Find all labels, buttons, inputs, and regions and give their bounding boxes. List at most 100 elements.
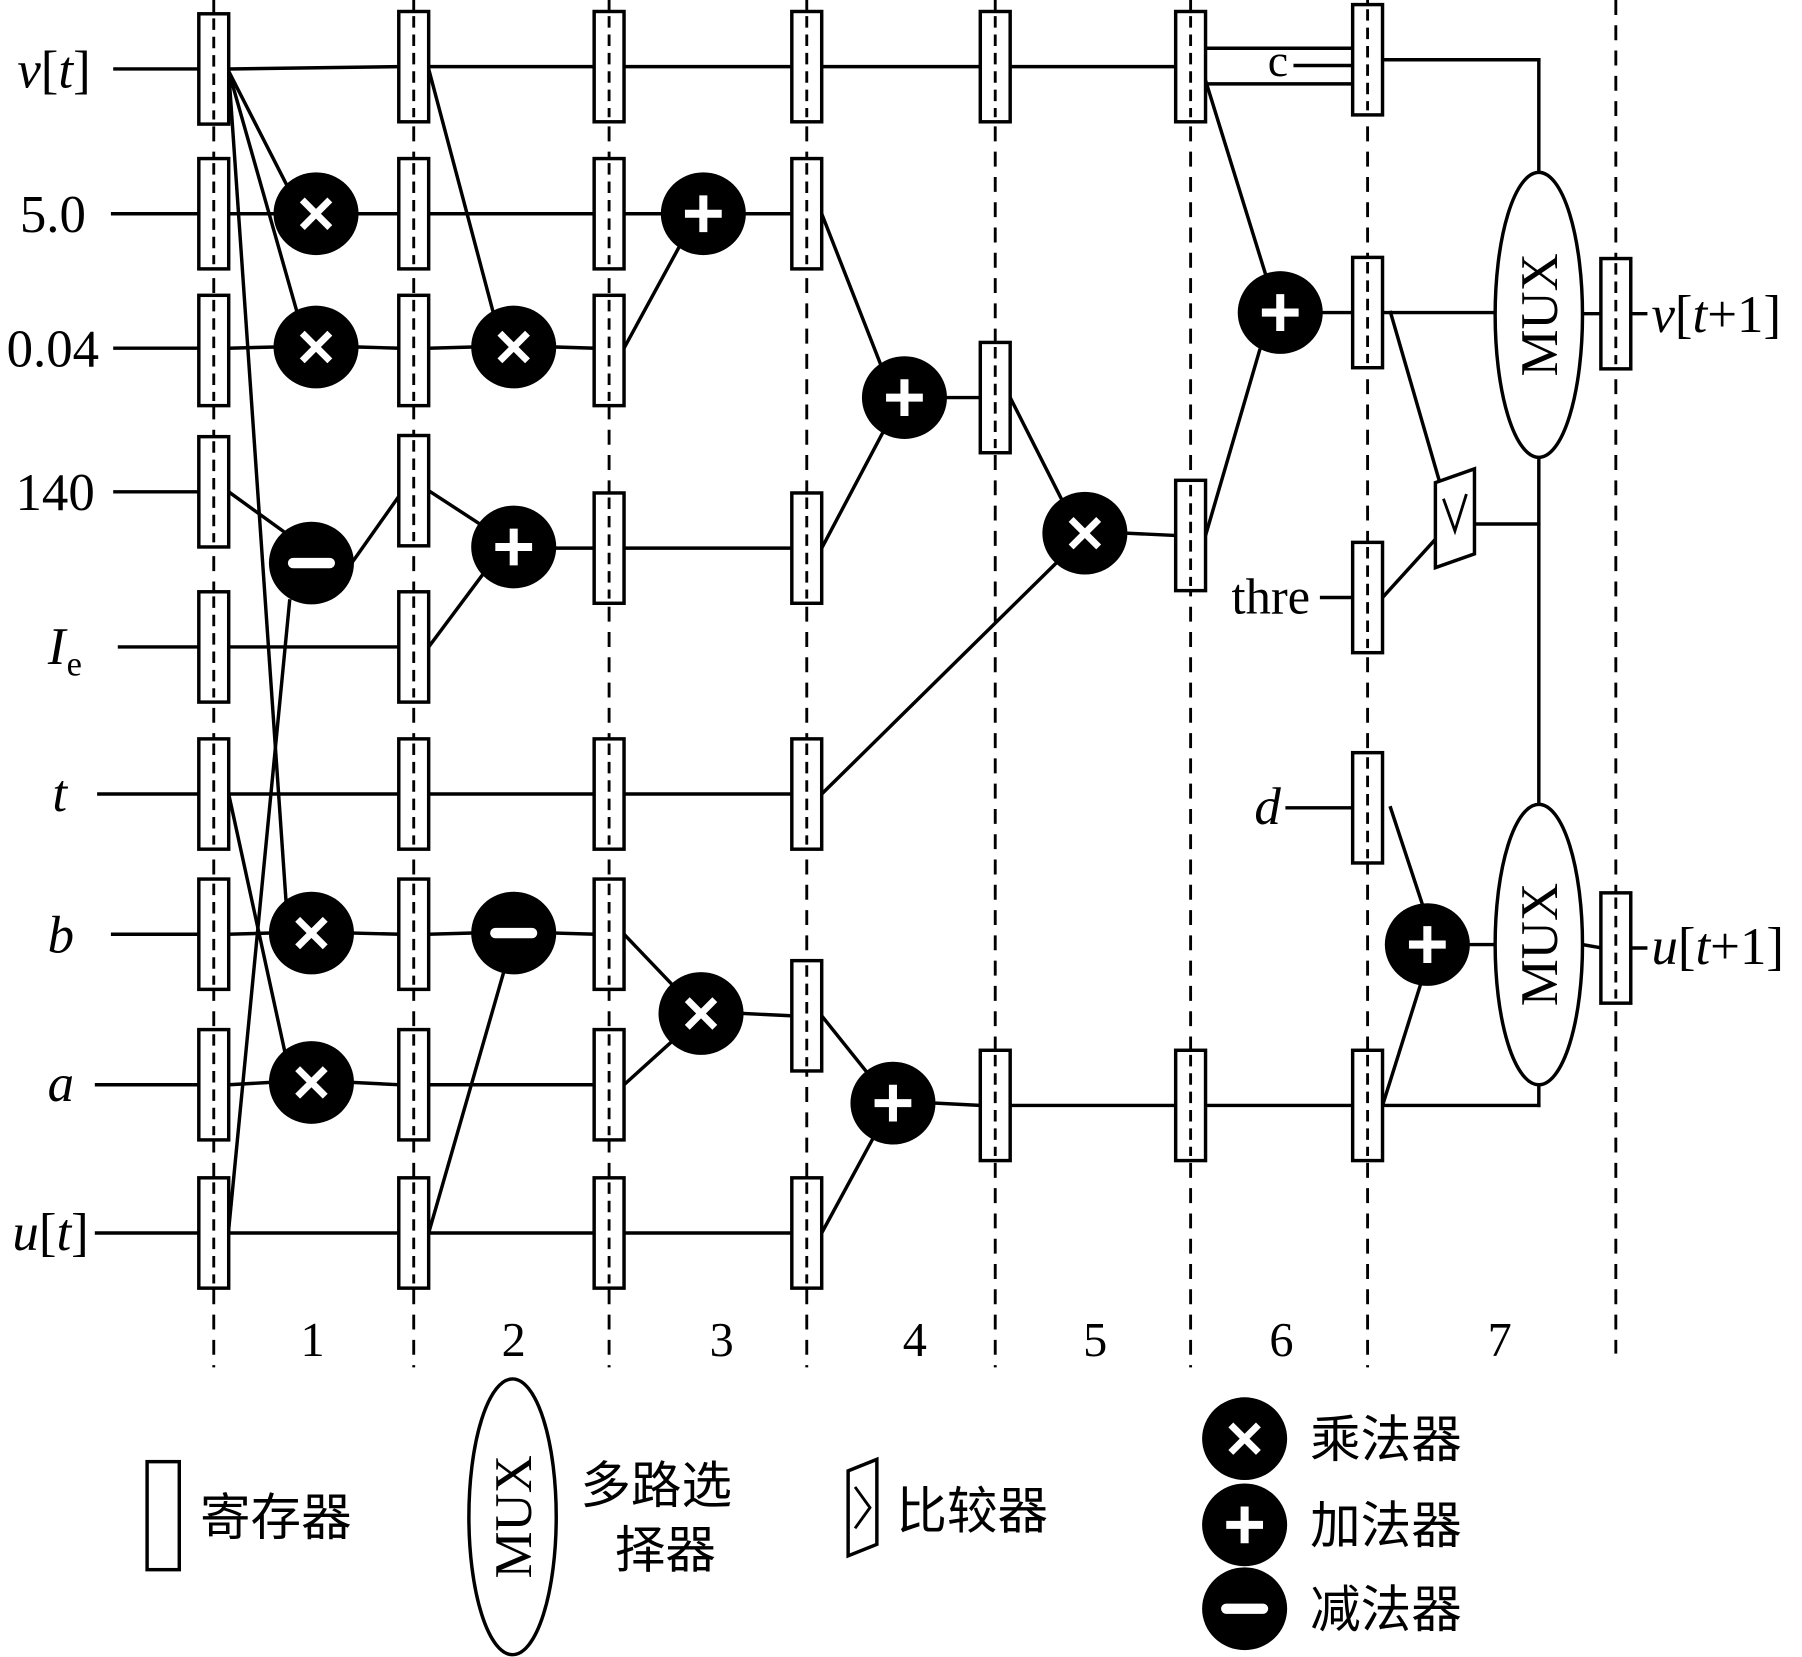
register-body	[397, 1027, 431, 1142]
multiply-icon	[299, 197, 333, 230]
input-label-t: t	[52, 765, 68, 823]
wires	[94, 46, 1648, 1236]
pipeline-register	[197, 12, 231, 126]
output-label-v: v[t+1]	[1651, 286, 1781, 344]
mux-u-label: MUX	[1511, 883, 1569, 1006]
wire	[226, 791, 288, 1055]
stage-number: 3	[710, 1314, 734, 1367]
legend-adder-label: 加法器	[1310, 1496, 1462, 1555]
wire	[819, 426, 888, 551]
wire	[819, 1013, 871, 1076]
register-body	[592, 293, 626, 408]
register-body	[790, 9, 824, 124]
wire	[1388, 805, 1425, 908]
wire	[226, 69, 299, 313]
wire	[226, 345, 276, 350]
legend: 寄存器 MUX 多路选 择器 比较器 乘法器 加法器 减法器	[145, 1377, 1462, 1657]
register-body	[397, 1176, 431, 1290]
stage-numbers: 1 2 3 4 5 6 7	[301, 1314, 1512, 1367]
register-body	[978, 1048, 1012, 1163]
register-body	[790, 958, 824, 1073]
register-body	[197, 737, 231, 851]
pipeline-register	[197, 293, 231, 408]
pipeline-register	[790, 1176, 824, 1290]
pipeline-register	[397, 156, 431, 271]
register-body	[592, 156, 626, 271]
pipeline-register	[397, 433, 431, 548]
stage-number: 4	[903, 1314, 927, 1367]
comparator	[1433, 466, 1477, 571]
pipeline-register	[978, 1048, 1012, 1163]
pipeline-register	[790, 156, 824, 271]
pipeline-register	[197, 877, 231, 992]
parameter-labels: c thre d	[1232, 35, 1311, 836]
input-label-140: 140	[16, 464, 95, 522]
register-body	[197, 590, 231, 704]
register-body	[397, 737, 431, 851]
wire	[1580, 942, 1605, 951]
register-body	[1173, 9, 1208, 124]
multiplier	[268, 891, 354, 975]
pipeline-register	[197, 590, 231, 704]
register-body	[1173, 478, 1208, 593]
pipeline-register	[197, 1176, 231, 1290]
legend-multiplier-label: 乘法器	[1310, 1410, 1462, 1469]
pipeline-register	[397, 293, 431, 408]
register-body	[397, 156, 431, 271]
pipeline-register	[1173, 1048, 1208, 1163]
wire	[426, 488, 481, 526]
register-body	[1350, 1048, 1385, 1163]
register-icon	[145, 1459, 182, 1572]
multiplier	[268, 1041, 354, 1124]
wire	[226, 1080, 271, 1087]
pipeline-register	[1350, 2, 1385, 117]
register-body	[1350, 2, 1385, 117]
pipeline-register	[592, 293, 626, 408]
wire	[1380, 982, 1423, 1108]
mux-u-body	[1493, 802, 1585, 1087]
register-body	[592, 9, 626, 124]
wire	[352, 1080, 401, 1087]
input-label-u: u[t]	[12, 1204, 88, 1262]
wire	[1007, 395, 1066, 505]
multiplier	[1202, 1397, 1288, 1481]
stage-number: 7	[1488, 1314, 1512, 1367]
pipeline-register	[790, 491, 824, 606]
multiply-icon	[497, 330, 530, 364]
input-label-b: b	[48, 907, 74, 965]
pipeline-register	[1350, 540, 1385, 655]
pipeline-register	[1350, 255, 1385, 370]
wire	[819, 560, 1059, 797]
pipeline-register	[1350, 750, 1385, 865]
pipeline-register	[790, 737, 824, 851]
register-body	[1599, 891, 1633, 1005]
register-body	[592, 737, 626, 851]
register-body	[397, 590, 431, 704]
wire	[426, 66, 497, 319]
multiplier	[273, 172, 359, 256]
multiply-icon	[684, 997, 718, 1030]
pipeline-register	[592, 877, 626, 992]
wire	[352, 931, 401, 936]
wire	[1380, 533, 1442, 600]
input-label-004: 0.04	[7, 321, 100, 379]
wire	[554, 345, 596, 350]
wire	[819, 211, 884, 369]
multiply-icon	[299, 330, 333, 364]
pipeline-register	[397, 590, 431, 704]
register-body	[197, 1176, 231, 1290]
wire	[226, 69, 288, 906]
register-body	[790, 1176, 824, 1290]
comparator-symbol-icon	[853, 1486, 872, 1530]
register-body	[790, 156, 824, 271]
wire	[226, 489, 286, 534]
wire	[426, 971, 506, 1236]
register-body	[592, 877, 626, 992]
register-body	[397, 433, 431, 548]
register-body	[397, 877, 431, 992]
subtractor	[1202, 1567, 1288, 1651]
pipeline-register	[397, 1176, 431, 1290]
pipeline-register	[592, 1176, 626, 1290]
wire	[819, 1135, 876, 1236]
pipeline-register	[197, 1027, 231, 1142]
